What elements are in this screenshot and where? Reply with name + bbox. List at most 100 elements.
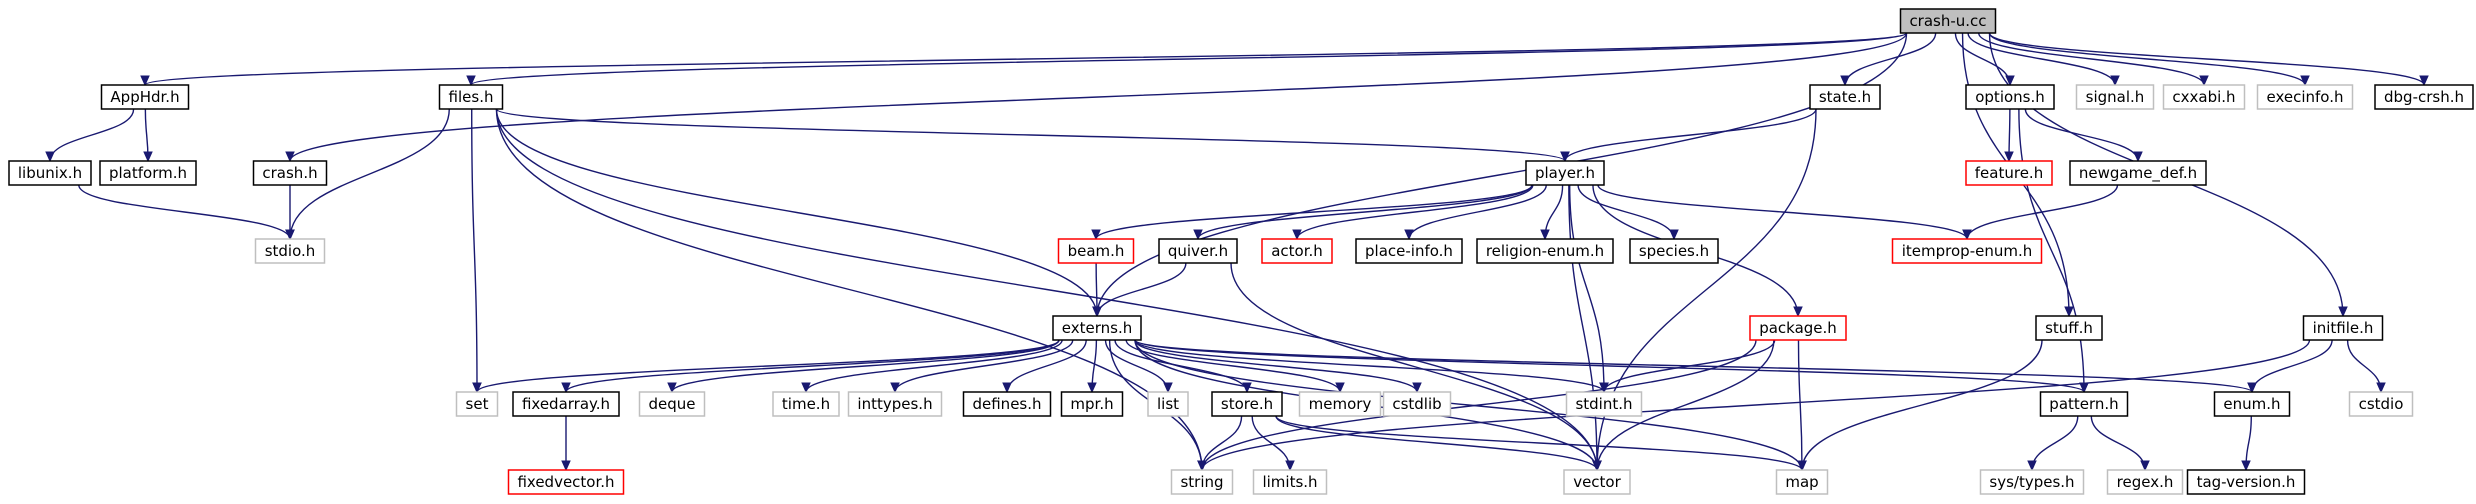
node-box	[99, 160, 197, 186]
edge-externs_h-to-cstdlib	[1134, 339, 1418, 393]
edge-arrowhead	[285, 151, 295, 163]
node-label: player.h	[1535, 164, 1595, 182]
node-box	[1147, 391, 1189, 417]
edge-crash_u_cc-to-cxxabi_h	[1978, 32, 2205, 86]
edge-arrowhead	[2300, 75, 2310, 87]
node-box	[2035, 315, 2103, 341]
node-deque: deque	[638, 391, 706, 417]
edge-arrowhead	[2133, 151, 2143, 163]
node-box	[1060, 391, 1124, 417]
node-label: libunix.h	[18, 164, 82, 182]
node-label: dbg-crsh.h	[2384, 88, 2464, 106]
node-box	[1261, 238, 1333, 264]
node-box	[2075, 84, 2155, 110]
edge-arrowhead	[1163, 382, 1173, 394]
edge-package_h-to-stdint_h	[1603, 339, 1776, 393]
node-player-h[interactable]: player.h	[1525, 160, 1605, 186]
node-feature-h[interactable]: feature.h	[1965, 160, 2053, 186]
edge-package_h-to-map	[1797, 339, 1803, 471]
node-crash-u-cc[interactable]: crash-u.cc	[1899, 8, 1997, 34]
node-crash-h[interactable]: crash.h	[252, 160, 328, 186]
node-libunix-h[interactable]: libunix.h	[8, 160, 92, 186]
node-itemprop-enum-h[interactable]: itemprop-enum.h	[1891, 238, 2043, 264]
node-box	[1158, 238, 1238, 264]
node-label: execinfo.h	[2267, 88, 2344, 106]
edge-store_h-to-map	[1275, 415, 1803, 471]
edge-player_h-to-species_h	[1577, 184, 1675, 240]
edge-player_h-to-vector	[1568, 184, 1598, 471]
edge-arrowhead	[1669, 229, 1679, 241]
node-box	[2186, 469, 2306, 495]
node-beam-h[interactable]: beam.h	[1057, 238, 1135, 264]
node-label: initfile.h	[2313, 319, 2374, 337]
node-actor-h[interactable]: actor.h	[1261, 238, 1333, 264]
edge-arrowhead	[143, 151, 153, 163]
node-box	[847, 391, 943, 417]
node-fixedarray-h[interactable]: fixedarray.h	[512, 391, 620, 417]
node-label: list	[1157, 395, 1179, 413]
edge-crash_u_cc-to-externs_h	[1096, 32, 1908, 317]
node-label: time.h	[782, 395, 830, 413]
edge-player_h-to-beam_h	[1095, 184, 1533, 240]
node-label: crash.h	[262, 164, 317, 182]
node-label: set	[466, 395, 489, 413]
node-box	[962, 391, 1052, 417]
node-pattern-h[interactable]: pattern.h	[2039, 391, 2129, 417]
node-label: feature.h	[1975, 164, 2043, 182]
edge-arrowhead	[667, 382, 677, 394]
node-regex-h: regex.h	[2106, 469, 2184, 495]
node-box	[254, 238, 326, 264]
node-box	[1382, 391, 1452, 417]
node-label: options.h	[1975, 88, 2045, 106]
node-box	[1965, 160, 2053, 186]
edge-arrowhead	[466, 75, 476, 87]
node-dbg-crsh-h[interactable]: dbg-crsh.h	[2374, 84, 2474, 110]
node-box	[1899, 8, 1997, 34]
node-box	[1298, 391, 1382, 417]
node-box	[455, 391, 499, 417]
node-state-h[interactable]: state.h	[1809, 84, 1881, 110]
node-sys-types-h: sys/types.h	[1979, 469, 2085, 495]
node-platform-h[interactable]: platform.h	[99, 160, 197, 186]
node-externs-h[interactable]: externs.h	[1052, 315, 1142, 341]
node-execinfo-h: execinfo.h	[2256, 84, 2354, 110]
node-package-h[interactable]: package.h	[1749, 315, 1847, 341]
node-label: stdint.h	[1575, 395, 1632, 413]
node-enum-h[interactable]: enum.h	[2213, 391, 2291, 417]
edge-externs_h-to-time_h	[805, 339, 1063, 393]
node-limits-h: limits.h	[1252, 469, 1328, 495]
edge-externs_h-to-memory	[1125, 339, 1341, 393]
node-box	[1891, 238, 2043, 264]
edge-arrowhead	[1092, 306, 1102, 318]
node-label: state.h	[1819, 88, 1871, 106]
node-box	[1057, 238, 1135, 264]
node-stuff-h[interactable]: stuff.h	[2035, 315, 2103, 341]
node-files-h[interactable]: files.h	[438, 84, 504, 110]
node-apphdr-h[interactable]: AppHdr.h	[100, 84, 190, 110]
node-box	[638, 391, 706, 417]
edge-arrowhead	[2241, 460, 2251, 472]
node-box	[438, 84, 504, 110]
node-initfile-h[interactable]: initfile.h	[2302, 315, 2384, 341]
node-newgame-def-h[interactable]: newgame_def.h	[2069, 160, 2207, 186]
node-tag-version-h[interactable]: tag-version.h	[2186, 469, 2306, 495]
node-box	[1629, 238, 1719, 264]
edge-stuff_h-to-map	[1801, 339, 2043, 471]
node-mpr-h[interactable]: mpr.h	[1060, 391, 1124, 417]
node-fixedvector-h[interactable]: fixedvector.h	[507, 469, 625, 495]
node-place-info-h[interactable]: place-info.h	[1355, 238, 1463, 264]
node-species-h[interactable]: species.h	[1629, 238, 1719, 264]
node-box	[1252, 469, 1328, 495]
node-box	[2069, 160, 2207, 186]
edge-crash_u_cc-to-crash_h	[289, 32, 1908, 162]
edge-crash_u_cc-to-dbg_crsh_h	[1988, 32, 2425, 86]
node-label: stuff.h	[2045, 319, 2093, 337]
node-store-h[interactable]: store.h	[1211, 391, 1283, 417]
node-quiver-h[interactable]: quiver.h	[1158, 238, 1238, 264]
node-religion-enum-h[interactable]: religion-enum.h	[1476, 238, 1614, 264]
node-options-h[interactable]: options.h	[1965, 84, 2055, 110]
node-vector: vector	[1563, 469, 1631, 495]
node-defines-h[interactable]: defines.h	[962, 391, 1052, 417]
edge-arrowhead	[2140, 460, 2150, 472]
node-box	[1170, 469, 1234, 495]
